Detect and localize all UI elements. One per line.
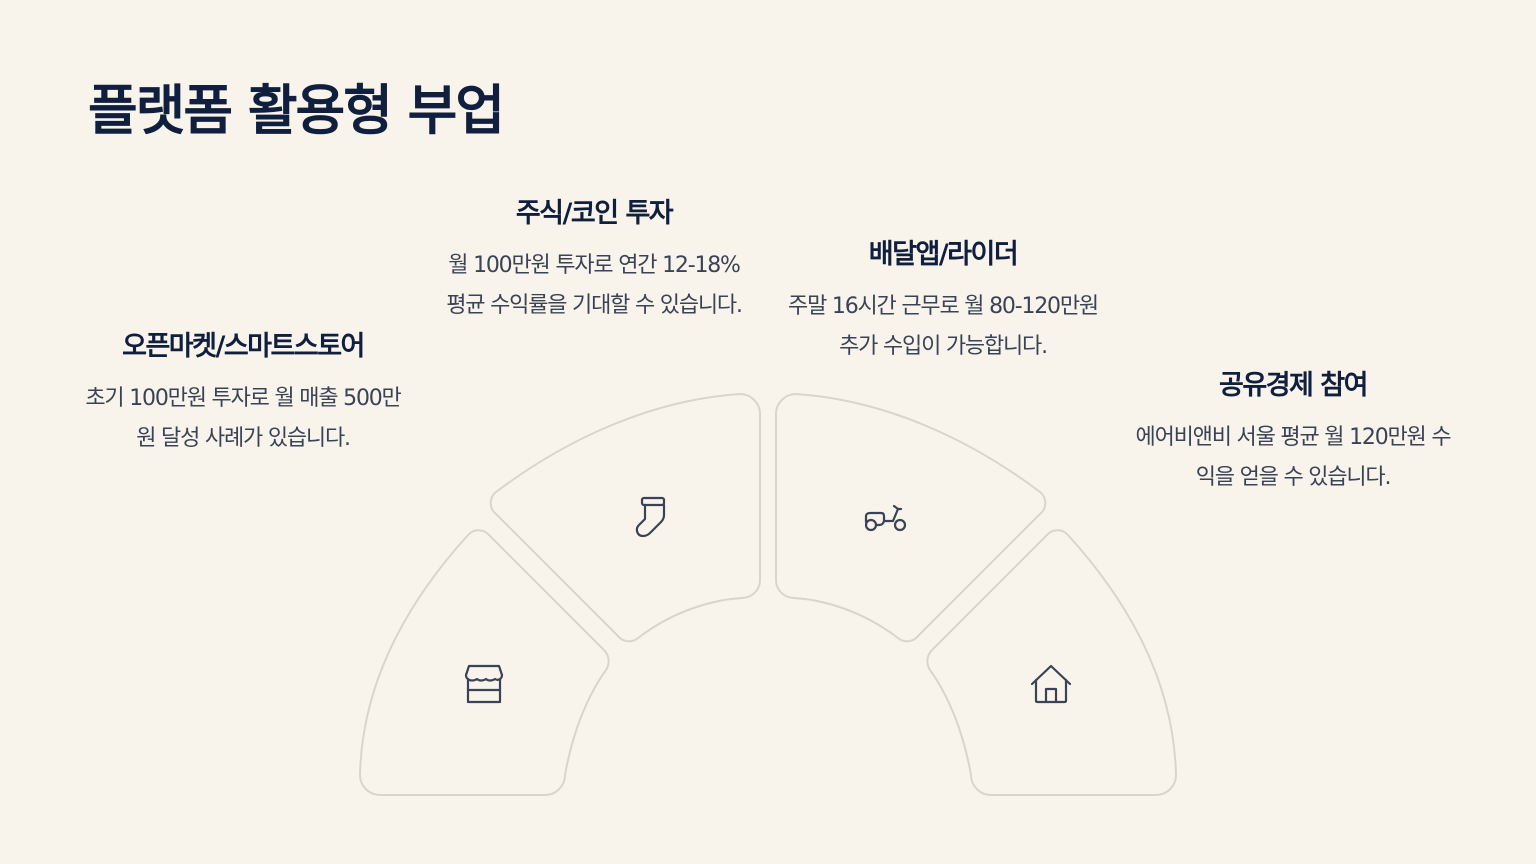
item-stock: 주식/코인 투자 월 100만원 투자로 연간 12-18% 평균 수익률을 기… [440,191,748,326]
item-description-stock: 월 100만원 투자로 연간 12-18% 평균 수익률을 기대할 수 있습니다… [446,253,743,318]
segment-stock[interactable] [489,393,761,643]
item-openmarket: 오픈마켓/스마트스토어 초기 100만원 투자로 월 매출 500만원 달성 사… [78,324,408,459]
segment-delivery[interactable] [775,393,1047,643]
item-description-delivery: 주말 16시간 근무로 월 80-120만원 추가 수입이 가능합니다. [788,294,1099,359]
item-title-stock: 주식/코인 투자 [515,198,674,229]
item-title-openmarket: 오픈마켓/스마트스토어 [122,331,365,362]
item-title-delivery: 배달앱/라이더 [868,239,1019,270]
page-title: 플랫폼 활용형 부업 [88,79,505,142]
segment-openmarket[interactable] [359,529,610,796]
item-delivery: 배달앱/라이더 주말 16시간 근무로 월 80-120만원 추가 수입이 가능… [786,232,1100,367]
segment-sharing[interactable] [926,529,1177,796]
item-description-sharing: 에어비앤비 서울 평균 월 120만원 수익을 얻을 수 있습니다. [1135,425,1452,490]
item-sharing: 공유경제 참여 에어비앤비 서울 평균 월 120만원 수익을 얻을 수 있습니… [1130,363,1456,498]
item-description-openmarket: 초기 100만원 투자로 월 매출 500만원 달성 사례가 있습니다. [85,386,401,451]
item-title-sharing: 공유경제 참여 [1219,370,1368,401]
